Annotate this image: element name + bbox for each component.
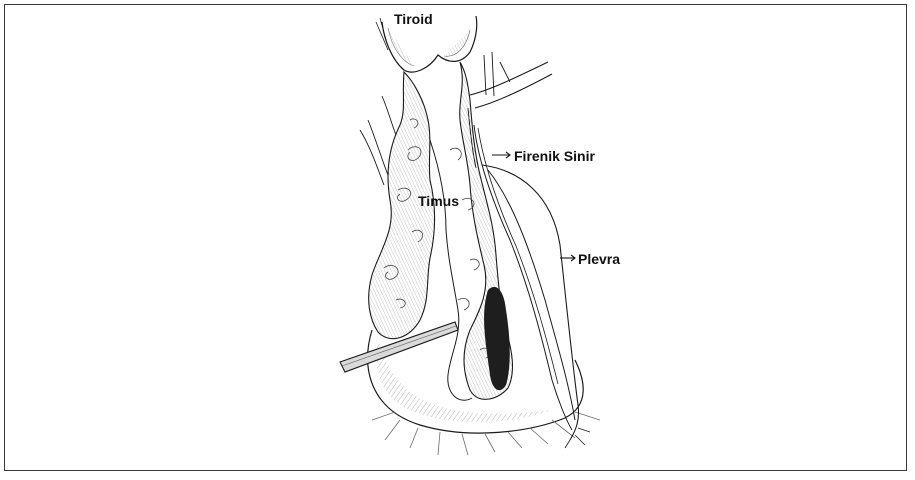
label-leaders	[492, 152, 575, 261]
great-vessel	[470, 62, 552, 108]
label-tiroid: Tiroid	[394, 11, 433, 27]
label-timus: Timus	[418, 193, 459, 209]
label-plevra: Plevra	[578, 251, 620, 267]
label-firenik-sinir: Firenik Sinir	[514, 148, 595, 164]
